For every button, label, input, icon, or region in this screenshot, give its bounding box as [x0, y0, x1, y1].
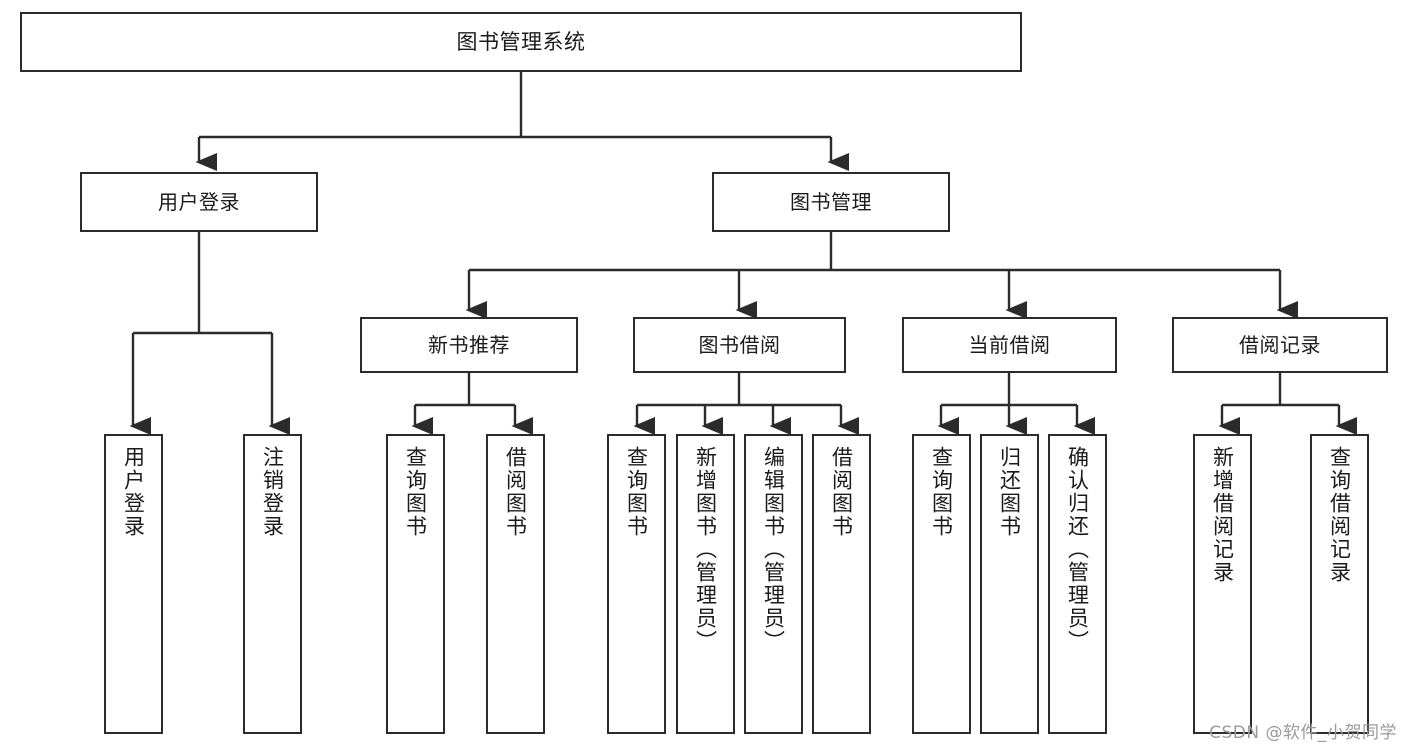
node-label: 注销登录 — [260, 446, 285, 538]
node-label: 用户登录 — [121, 446, 146, 538]
node-leaf-query-book-1[interactable]: 查询图书 — [386, 434, 445, 734]
node-leaf-user-login[interactable]: 用户登录 — [104, 434, 163, 734]
node-label: 查询图书 — [403, 446, 428, 538]
node-label: 图书借阅 — [698, 332, 781, 357]
watermark-text: CSDN @软件_小贺同学 — [1209, 723, 1397, 743]
node-label: 查询图书 — [624, 446, 649, 538]
node-leaf-edit-book[interactable]: 编辑图书（管理员） — [744, 434, 803, 734]
node-label: 图书管理系统 — [456, 29, 586, 54]
node-leaf-borrow-book-2[interactable]: 借阅图书 — [812, 434, 871, 734]
node-book-borrow[interactable]: 图书借阅 — [633, 317, 846, 373]
node-leaf-confirm-return[interactable]: 确认归还（管理员） — [1048, 434, 1107, 734]
node-user-login[interactable]: 用户登录 — [80, 172, 318, 232]
node-book-manage[interactable]: 图书管理 — [712, 172, 950, 232]
node-label: 编辑图书（管理员） — [761, 446, 786, 653]
node-label: 借阅图书 — [503, 446, 528, 538]
node-leaf-return-book[interactable]: 归还图书 — [980, 434, 1039, 734]
node-leaf-borrow-book-1[interactable]: 借阅图书 — [486, 434, 545, 734]
node-label: 确认归还（管理员） — [1065, 446, 1090, 653]
node-label: 归还图书 — [997, 446, 1022, 538]
node-label: 图书管理 — [790, 189, 872, 214]
node-label: 查询借阅记录 — [1327, 446, 1352, 584]
node-current-borrow[interactable]: 当前借阅 — [902, 317, 1117, 373]
node-leaf-add-record[interactable]: 新增借阅记录 — [1193, 434, 1252, 734]
node-leaf-query-book-2[interactable]: 查询图书 — [607, 434, 666, 734]
node-root-system[interactable]: 图书管理系统 — [20, 12, 1022, 72]
node-label: 查询图书 — [929, 446, 954, 538]
node-new-book-recommend[interactable]: 新书推荐 — [360, 317, 578, 373]
node-label: 新书推荐 — [428, 332, 510, 357]
node-label: 当前借阅 — [968, 332, 1051, 357]
node-label: 借阅记录 — [1239, 332, 1321, 357]
node-leaf-add-book[interactable]: 新增图书（管理员） — [676, 434, 735, 734]
node-leaf-query-book-3[interactable]: 查询图书 — [912, 434, 971, 734]
node-leaf-query-record[interactable]: 查询借阅记录 — [1310, 434, 1369, 734]
node-label: 借阅图书 — [829, 446, 854, 538]
node-borrow-record[interactable]: 借阅记录 — [1172, 317, 1388, 373]
node-label: 用户登录 — [158, 189, 240, 214]
node-label: 新增借阅记录 — [1210, 446, 1235, 584]
node-leaf-logout[interactable]: 注销登录 — [243, 434, 302, 734]
node-label: 新增图书（管理员） — [693, 446, 718, 653]
